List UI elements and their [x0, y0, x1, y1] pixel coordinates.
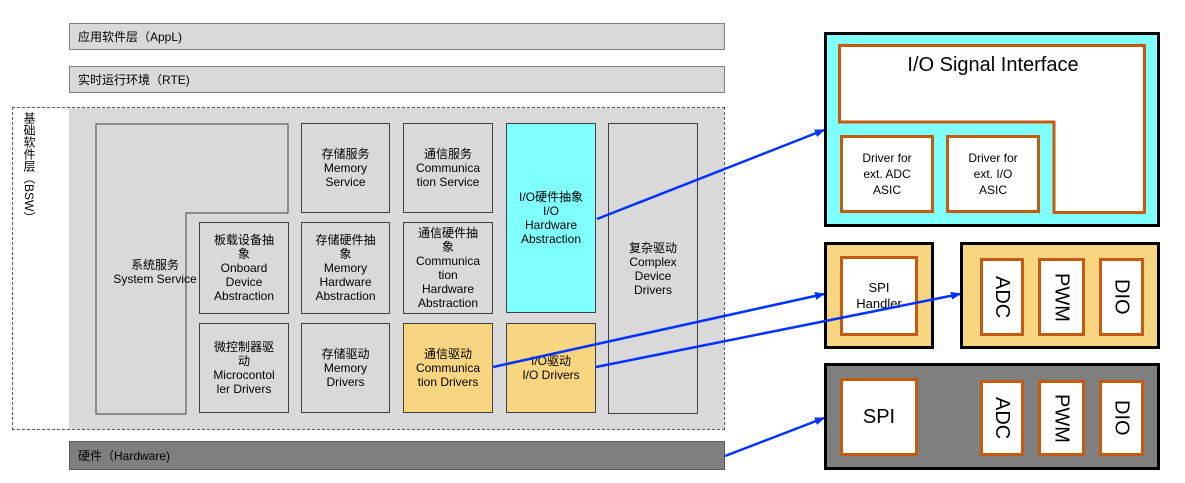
- comm-drivers-box: 通信驱动 Communica tion Drivers: [403, 323, 493, 413]
- io-hw-abstraction-en3: Abstraction: [520, 232, 582, 246]
- complex-drivers-en2: Device: [634, 268, 672, 283]
- comm-hw-abstraction-en1: Communica: [415, 254, 481, 268]
- mcu-drivers-en2: ler Drivers: [216, 382, 272, 396]
- comm-hw-abstraction-cn2: 象: [441, 240, 454, 254]
- driver-ext-adc-box: Driver for ext. ADC ASIC: [840, 135, 934, 213]
- driver-ext-io-box: Driver for ext. I/O ASIC: [946, 135, 1040, 213]
- memory-hw-abstraction-en3: Abstraction: [315, 289, 376, 303]
- comm-drivers-cn: 通信驱动: [423, 347, 472, 361]
- io-signal-interface-shape: [838, 44, 1146, 214]
- system-service-shape: [95, 123, 289, 415]
- driver-ext-io-line1: Driver for: [968, 151, 1018, 165]
- io-drivers-en: I/O Drivers: [522, 368, 580, 382]
- pwm-driver-label: PWM: [1050, 272, 1073, 322]
- comm-service-en1: Communica: [415, 161, 481, 175]
- pwm-hw-box: PWM: [1038, 380, 1085, 456]
- io-hw-abstraction-en2: Hardware: [524, 218, 578, 232]
- appl-layer: 应用软件层（AppL): [69, 23, 725, 50]
- comm-service-box: 通信服务 Communica tion Service: [403, 123, 493, 213]
- system-service-cn: 系统服务: [130, 258, 179, 272]
- driver-ext-io-line2: ext. I/O: [973, 167, 1013, 181]
- io-hw-abstraction-en1: I/O: [542, 204, 559, 218]
- memory-service-box: 存储服务 Memory Service: [301, 123, 390, 213]
- io-drivers-box: I/O驱动 I/O Drivers: [506, 323, 596, 413]
- driver-ext-io-line3: ASIC: [978, 183, 1007, 197]
- driver-ext-adc-line1: Driver for: [862, 151, 912, 165]
- memory-service-en2: Service: [325, 175, 366, 189]
- spi-hw-box: SPI: [840, 378, 918, 456]
- memory-hw-abstraction-box: 存储硬件抽 象 Memory Hardware Abstraction: [301, 222, 390, 314]
- mcu-drivers-box: 微控制器驱 动 Microcontol ler Drivers: [199, 323, 289, 413]
- driver-ext-adc-line3: ASIC: [872, 183, 901, 197]
- comm-drivers-en2: tion Drivers: [417, 375, 479, 389]
- complex-drivers-en3: Drivers: [634, 282, 672, 297]
- adc-driver-label: ADC: [991, 275, 1013, 319]
- onboard-abstraction-box: 板载设备抽 象 Onboard Device Abstraction: [199, 222, 289, 314]
- dio-driver-label: DIO: [1110, 279, 1133, 315]
- adc-driver-box: ADC: [980, 258, 1024, 336]
- pwm-hw-label: PWM: [1050, 393, 1073, 443]
- rte-layer: 实时运行环境（RTE): [69, 66, 725, 93]
- comm-hw-abstraction-en4: Abstraction: [417, 296, 479, 310]
- memory-hw-abstraction-en1: Memory: [323, 261, 368, 275]
- onboard-abstraction-en1: Onboard: [220, 261, 268, 275]
- driver-ext-adc-line2: ext. ADC: [863, 167, 911, 181]
- complex-drivers-box: 复杂驱动 Complex Device Drivers: [608, 123, 698, 414]
- hardware-layer: 硬件（Hardware): [69, 441, 725, 470]
- spi-handler-line1: SPI: [868, 280, 890, 295]
- pwm-driver-box: PWM: [1038, 258, 1085, 336]
- bsw-label: 基础软件层（BSW）: [22, 112, 36, 224]
- arrow-hardware: [724, 416, 825, 458]
- memory-hw-abstraction-cn2: 象: [339, 247, 352, 261]
- spi-hw-label: SPI: [862, 406, 896, 428]
- complex-drivers-en1: Complex: [629, 254, 677, 269]
- onboard-abstraction-cn1: 板载设备抽: [213, 233, 274, 247]
- onboard-abstraction-en2: Device: [225, 275, 263, 289]
- adc-hw-box: ADC: [980, 380, 1024, 456]
- comm-hw-abstraction-en2: tion: [438, 268, 458, 282]
- mcu-drivers-cn2: 动: [237, 354, 250, 368]
- comm-drivers-en1: Communica: [415, 361, 481, 375]
- spi-handler-box: SPI Handler: [840, 256, 918, 336]
- io-signal-interface-label: I/O Signal Interface: [907, 54, 1079, 76]
- appl-layer-label: 应用软件层（AppL): [78, 30, 183, 44]
- memory-service-cn: 存储服务: [321, 147, 370, 161]
- mcu-drivers-en1: Microcontol: [213, 368, 275, 382]
- memory-drivers-en1: Memory: [323, 361, 368, 375]
- dio-hw-label: DIO: [1110, 400, 1133, 436]
- comm-hw-abstraction-box: 通信硬件抽 象 Communica tion Hardware Abstract…: [403, 222, 493, 314]
- onboard-abstraction-en3: Abstraction: [213, 289, 275, 303]
- spi-handler-line2: Handler: [856, 296, 902, 311]
- complex-drivers-cn: 复杂驱动: [628, 240, 677, 255]
- rte-layer-label: 实时运行环境（RTE): [78, 73, 190, 87]
- comm-hw-abstraction-en3: Hardware: [421, 282, 475, 296]
- system-service-label: 系统服务 System Service: [100, 258, 210, 286]
- memory-hw-abstraction-en2: Hardware: [319, 275, 372, 289]
- comm-service-cn: 通信服务: [423, 147, 472, 161]
- comm-hw-abstraction-cn1: 通信硬件抽: [417, 226, 478, 240]
- io-hw-abstraction-box: I/O硬件抽象 I/O Hardware Abstraction: [506, 123, 596, 313]
- dio-driver-box: DIO: [1099, 258, 1144, 336]
- onboard-abstraction-cn2: 象: [237, 247, 250, 261]
- comm-service-en2: tion Service: [416, 175, 480, 189]
- dio-hw-box: DIO: [1099, 380, 1144, 456]
- adc-hw-label: ADC: [991, 396, 1013, 440]
- system-service-en: System Service: [113, 272, 197, 286]
- io-hw-abstraction-cn: I/O硬件抽象: [518, 190, 583, 204]
- memory-drivers-en2: Drivers: [326, 375, 365, 389]
- mcu-drivers-cn1: 微控制器驱: [213, 340, 274, 354]
- memory-service-en1: Memory: [323, 161, 368, 175]
- memory-hw-abstraction-cn1: 存储硬件抽: [315, 233, 376, 247]
- memory-drivers-cn: 存储驱动: [321, 347, 370, 361]
- io-drivers-cn: I/O驱动: [530, 354, 571, 368]
- memory-drivers-box: 存储驱动 Memory Drivers: [301, 323, 390, 413]
- hardware-layer-label: 硬件（Hardware): [78, 449, 171, 463]
